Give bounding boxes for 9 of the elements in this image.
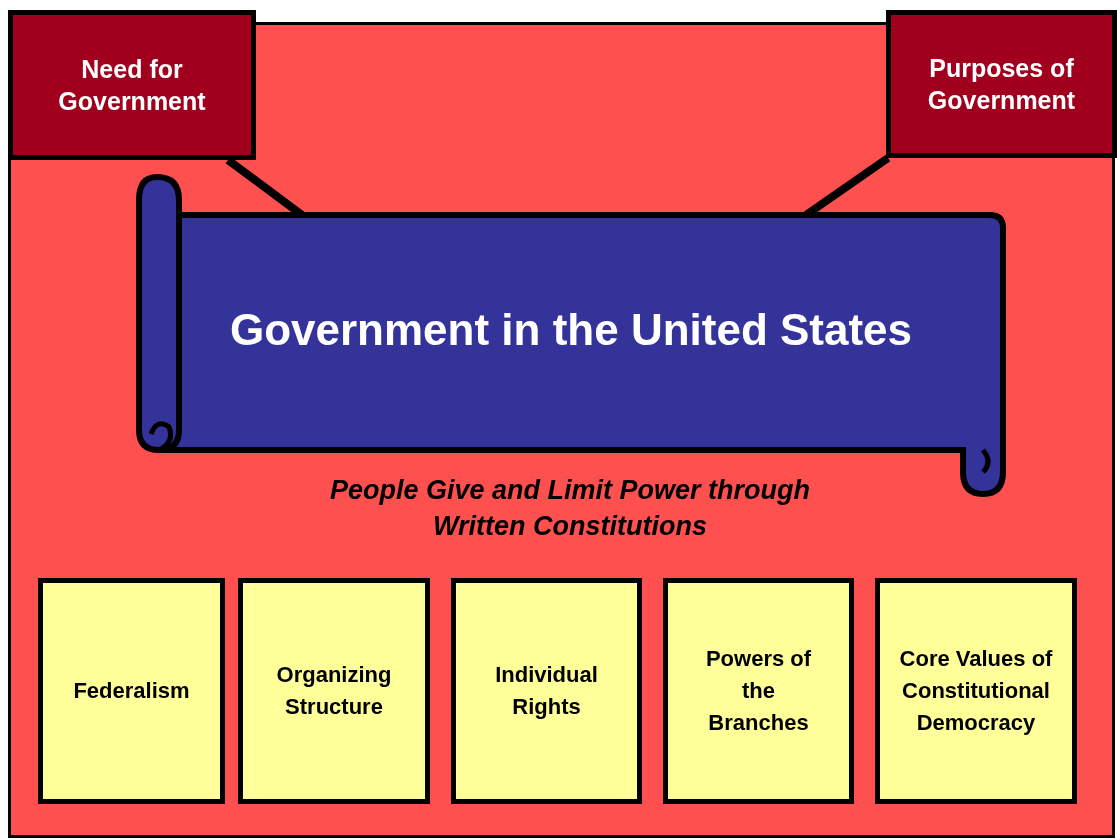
topic-box: Individual Rights [451,578,642,804]
subtitle: People Give and Limit Power through Written Constitutions [328,474,812,544]
topic-box: Powers of the Branches [663,578,854,804]
heading-box: Purposes of Government [886,10,1117,158]
topic-box: Federalism [38,578,225,804]
banner-title: Government in the United States [229,304,913,355]
topic-box: Organizing Structure [238,578,430,804]
heading-box: Need for Government [8,10,256,160]
topic-box: Core Values of Constitutional Democracy [875,578,1077,804]
